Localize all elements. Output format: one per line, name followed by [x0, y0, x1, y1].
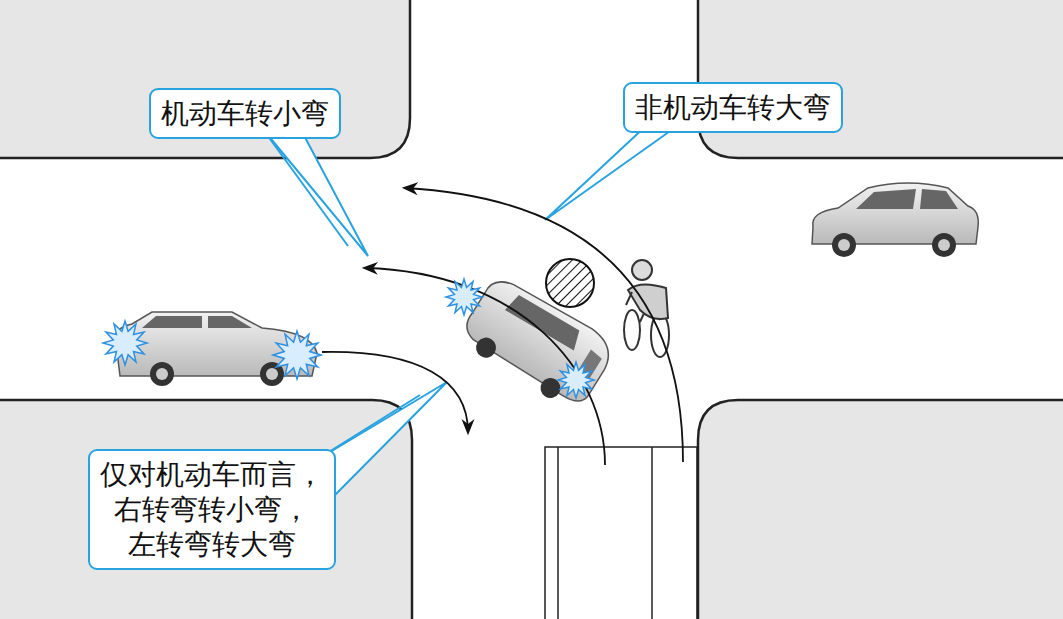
lane-lines [545, 447, 697, 619]
callout-text: 仅对机动车而言， 右转弯转小弯， 左转弯转大弯 [100, 457, 324, 562]
callout-box: 仅对机动车而言， 右转弯转小弯， 左转弯转大弯 [88, 449, 336, 570]
callout-box: 非机动车转大弯 [623, 82, 843, 133]
callout-text: 非机动车转大弯 [635, 90, 831, 125]
car [812, 183, 978, 257]
prohibition-circle [546, 259, 594, 307]
collision-burst [558, 362, 594, 398]
cyclist [624, 260, 669, 357]
collision-burst [103, 321, 147, 365]
callout-text: 机动车转小弯 [161, 96, 329, 131]
turn-arrow [322, 188, 683, 465]
callout-box: 机动车转小弯 [149, 88, 341, 139]
collision-burst [273, 331, 321, 379]
collision-burst [103, 279, 594, 398]
callout-tail [262, 124, 680, 500]
collision-burst [446, 279, 482, 315]
